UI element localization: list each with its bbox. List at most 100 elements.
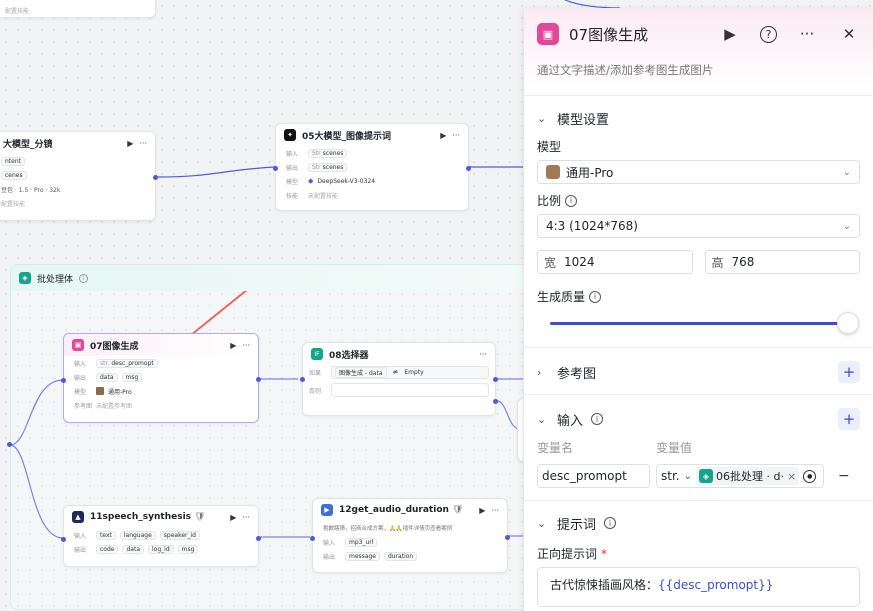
output-port[interactable] bbox=[256, 536, 261, 541]
more-icon[interactable]: ··· bbox=[242, 512, 250, 522]
output-port[interactable] bbox=[256, 377, 261, 382]
condition-left: 图像生成 - data bbox=[335, 366, 387, 378]
skill-value: 配置技能 bbox=[1, 200, 26, 208]
section-title: 模型设置 bbox=[557, 112, 610, 128]
run-icon[interactable]: ▶ bbox=[127, 138, 134, 148]
more-icon[interactable]: ··· bbox=[479, 349, 487, 359]
var-value-header: 变量值 bbox=[656, 441, 693, 455]
type-select[interactable]: str. bbox=[661, 469, 680, 483]
var-chip: message bbox=[345, 551, 380, 561]
run-icon[interactable]: ▶ bbox=[724, 25, 736, 43]
chevron-down-icon[interactable]: ⌄ bbox=[537, 111, 547, 125]
if-icon: IF bbox=[311, 348, 323, 360]
var-name-input[interactable]: desc_promopt bbox=[537, 464, 650, 488]
node-settings-panel: ▣ 07图像生成 ▶ ? ··· ✕ 通过文字描述/添加参考图生成图片 ⌄模型设… bbox=[523, 8, 873, 611]
run-icon[interactable]: ▶ bbox=[479, 505, 486, 515]
height-prefix: 高 bbox=[711, 255, 724, 270]
var-chip: language bbox=[119, 530, 156, 540]
row-label: 输入 bbox=[323, 539, 336, 547]
run-icon[interactable]: ▶ bbox=[230, 340, 237, 350]
model-avatar bbox=[546, 165, 560, 179]
chevron-down-icon[interactable]: ⌄ bbox=[537, 412, 547, 426]
node-12-audio-duration[interactable]: ▶ 12get_audio_duration 🛡 ▶ ··· 抱歉瞎猜，招商合成… bbox=[310, 498, 510, 573]
input-port[interactable] bbox=[273, 166, 278, 171]
output-port-else[interactable] bbox=[493, 399, 498, 404]
info-icon[interactable]: i bbox=[604, 517, 617, 529]
clear-icon[interactable]: × bbox=[786, 469, 797, 483]
input-port[interactable] bbox=[61, 378, 66, 383]
image-icon: ▣ bbox=[537, 23, 559, 45]
image-icon: ▣ bbox=[72, 339, 84, 351]
remove-variable-button[interactable]: − bbox=[838, 468, 850, 484]
var-chip: speaker_id bbox=[159, 530, 200, 540]
var-chip: duration bbox=[383, 551, 418, 561]
field-label: 正向提示词 bbox=[537, 547, 598, 561]
reference-section: › 参考图 + bbox=[524, 348, 873, 395]
output-port[interactable] bbox=[153, 175, 158, 180]
more-icon[interactable]: ··· bbox=[452, 130, 460, 140]
add-reference-button[interactable]: + bbox=[838, 361, 860, 383]
info-icon[interactable]: i bbox=[589, 290, 602, 303]
add-input-button[interactable]: + bbox=[838, 408, 860, 430]
section-header[interactable]: ⌄ 模型设置 bbox=[537, 106, 860, 130]
ratio-select[interactable]: 4:3 (1024*768) ⌄ bbox=[537, 214, 860, 238]
llm-icon: ✦ bbox=[284, 129, 296, 141]
group-start-port[interactable] bbox=[7, 442, 12, 447]
info-icon[interactable]: i bbox=[79, 273, 89, 283]
output-port[interactable] bbox=[505, 535, 510, 540]
run-icon[interactable]: ▶ bbox=[440, 130, 447, 140]
target-icon[interactable]: ● bbox=[803, 469, 817, 483]
output-port-if[interactable] bbox=[493, 377, 498, 382]
var-value-input[interactable]: str. ⌄ ◈ 06批处理 · d· × ● bbox=[656, 464, 824, 488]
node-08-selector[interactable]: IF 08选择器 ··· 如果 图像生成 - data ≠ Empty 否则 bbox=[300, 342, 498, 416]
quality-slider[interactable] bbox=[537, 311, 860, 335]
prompt-text: 古代惊悚插画风格： bbox=[550, 578, 659, 592]
input-port[interactable] bbox=[310, 536, 315, 541]
row-label: 输出 bbox=[323, 553, 336, 561]
row-label: 输入 bbox=[74, 532, 87, 540]
slider-knob[interactable] bbox=[837, 312, 859, 334]
info-icon[interactable]: i bbox=[591, 413, 604, 425]
info-icon[interactable]: i bbox=[565, 194, 578, 207]
positive-prompt-input[interactable]: 古代惊悚插画风格：{{desc_promopt}} bbox=[537, 567, 860, 607]
more-icon[interactable]: ··· bbox=[491, 505, 499, 515]
node-top-partial[interactable]: 配置技能 bbox=[0, 0, 156, 18]
section-header[interactable]: ⌄ 输入 i + bbox=[537, 407, 860, 431]
section-title: 输入 bbox=[557, 413, 584, 429]
var-chip: str.desc_promopt bbox=[96, 358, 158, 368]
input-port[interactable] bbox=[61, 537, 66, 542]
more-icon[interactable]: ··· bbox=[242, 340, 250, 350]
section-header[interactable]: › 参考图 + bbox=[537, 360, 860, 384]
close-icon[interactable]: ✕ bbox=[842, 25, 856, 43]
variable-reference[interactable]: ◈ 06批处理 · d· × bbox=[696, 467, 800, 485]
chevron-down-icon: ⌄ bbox=[683, 470, 692, 482]
node-storyboard[interactable]: 大模型_分镜 ▶ ··· ntent cenes 豆包 · 1.5 · Pro … bbox=[0, 131, 158, 221]
chevron-right-icon[interactable]: › bbox=[537, 365, 542, 379]
audio-icon: ▶ bbox=[321, 504, 333, 516]
row-label: 输出 bbox=[286, 164, 299, 172]
deepseek-icon: ◆ bbox=[308, 177, 314, 185]
input-port[interactable] bbox=[300, 377, 305, 382]
speech-icon: ▲ bbox=[72, 511, 84, 523]
output-port[interactable] bbox=[466, 166, 471, 171]
run-icon[interactable]: ▶ bbox=[230, 512, 237, 522]
var-chip: msg bbox=[121, 372, 143, 382]
var-chip: cenes bbox=[1, 170, 27, 180]
more-icon[interactable]: ··· bbox=[139, 138, 147, 148]
chevron-down-icon[interactable]: ⌄ bbox=[537, 516, 547, 530]
panel-description: 通过文字描述/添加参考图生成图片 bbox=[537, 63, 714, 77]
help-icon[interactable]: ? bbox=[760, 25, 777, 43]
var-chip: ntent bbox=[1, 156, 26, 166]
model-select[interactable]: 通用-Pro ⌄ bbox=[537, 160, 860, 184]
section-title: 参考图 bbox=[557, 366, 597, 382]
row-label: 输出 bbox=[74, 546, 87, 554]
ref-value: 未配置参考图 bbox=[96, 402, 133, 410]
node-top-skill: 配置技能 bbox=[5, 7, 30, 15]
more-icon[interactable]: ··· bbox=[799, 25, 815, 43]
